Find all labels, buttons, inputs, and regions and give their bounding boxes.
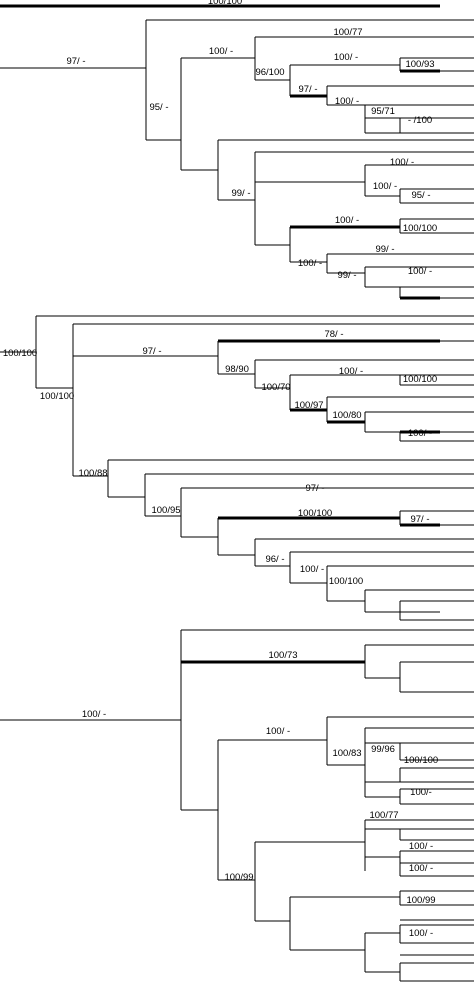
support-label: 100/95: [151, 505, 180, 516]
support-label: 100/80: [332, 410, 361, 421]
support-label: 100/ -: [266, 726, 290, 737]
tree-bold-branches: [0, 4, 440, 664]
support-label: 100/88: [78, 468, 107, 479]
support-label: 100/ -: [409, 863, 433, 874]
support-label: 100/ -: [300, 564, 324, 575]
support-label: 78/ -: [324, 329, 343, 340]
support-label: 100/ -: [339, 366, 363, 377]
support-label: 100/100: [208, 0, 242, 7]
support-label: 100/93: [405, 59, 434, 70]
support-label: 100/ -: [82, 709, 106, 720]
support-label: 100/100: [329, 576, 363, 587]
support-label: 95/71: [371, 106, 395, 117]
support-label: 100/100: [40, 391, 74, 402]
support-label: 100/ -: [209, 46, 233, 57]
support-label: 99/ -: [375, 244, 394, 255]
support-label: 100/70: [261, 382, 290, 393]
support-label: 100/ -: [373, 181, 397, 192]
tree-branches: [0, 19, 474, 982]
support-label: 96/ -: [265, 554, 284, 565]
support-label: 100/ -: [409, 928, 433, 939]
support-label: 100/100: [403, 223, 437, 234]
support-label: 97/ -: [410, 514, 429, 525]
support-label: - /100: [408, 115, 432, 126]
support-label: 100/ -: [298, 258, 322, 269]
support-label: 100/ -: [335, 215, 359, 226]
support-label: 99/96: [371, 744, 395, 755]
support-label: 97/ -: [66, 56, 85, 67]
support-label: 100/-: [410, 787, 432, 798]
support-label: 97/ -: [305, 483, 324, 494]
support-label: 100/100: [404, 755, 438, 766]
support-label: 100/99: [406, 895, 435, 906]
support-label: 99/ -: [231, 188, 250, 199]
support-label: 100/83: [332, 748, 361, 759]
support-label: 100/ -: [335, 96, 359, 107]
support-labels: 100/100 97/ - 95/ - 100/ - 100/77 96/100 100/ …: [3, 0, 438, 939]
support-label: 99/ -: [337, 270, 356, 281]
support-label: 98/90: [225, 364, 249, 375]
support-label: 96/100: [255, 67, 284, 78]
support-label: 100/ -: [409, 841, 433, 852]
support-label: 100/ -: [334, 52, 358, 63]
support-label: 97/ -: [142, 346, 161, 357]
support-label: 100/ -: [408, 266, 432, 277]
support-label: 100/77: [333, 27, 362, 38]
support-label: 100/97: [294, 400, 323, 411]
support-label: 100/ -: [408, 428, 432, 439]
support-label: 100/99: [224, 872, 253, 883]
support-label: 100/73: [268, 650, 297, 661]
support-label: 100/100: [403, 374, 437, 385]
support-label: 97/ -: [298, 84, 317, 95]
support-label: 100/77: [369, 810, 398, 821]
support-label: 95/ -: [149, 102, 168, 113]
support-label: 100/100: [298, 508, 332, 519]
support-label: 95/ -: [411, 190, 430, 201]
support-label: 100/ -: [390, 157, 414, 168]
support-label: 100/100: [3, 348, 37, 359]
